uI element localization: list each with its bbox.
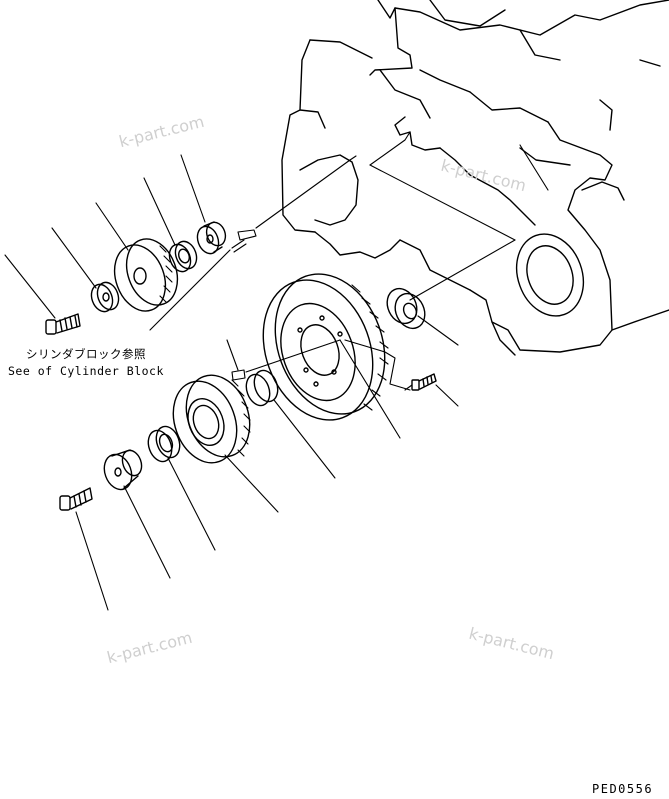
housing-bore [515, 233, 585, 317]
assembly-lines [149, 131, 516, 391]
sleeve-upper [168, 240, 198, 273]
idler-gear-upper [113, 238, 179, 312]
spring-pin [231, 229, 257, 253]
leader-lines [4, 144, 549, 611]
crank-gear-large [262, 273, 389, 421]
bolt-small-right [411, 373, 437, 391]
idler-shaft-upper [196, 221, 227, 255]
drawing-code: PED0556 [592, 782, 654, 796]
bolt-lower [59, 487, 93, 511]
idler-shaft-lower [103, 449, 143, 491]
thrust-washer-upper [90, 281, 120, 313]
cylinder-block-note-jp: シリンダブロック参照 [26, 347, 146, 361]
key-pin [231, 369, 246, 381]
cylinder-block-note-en: See of Cylinder Block [8, 364, 164, 378]
sleeve-lower [147, 425, 181, 463]
spacer-ring-lower [245, 369, 279, 407]
bolt-upper [45, 313, 81, 335]
bushing-ring [386, 287, 426, 330]
idler-gear-lower [172, 374, 251, 464]
